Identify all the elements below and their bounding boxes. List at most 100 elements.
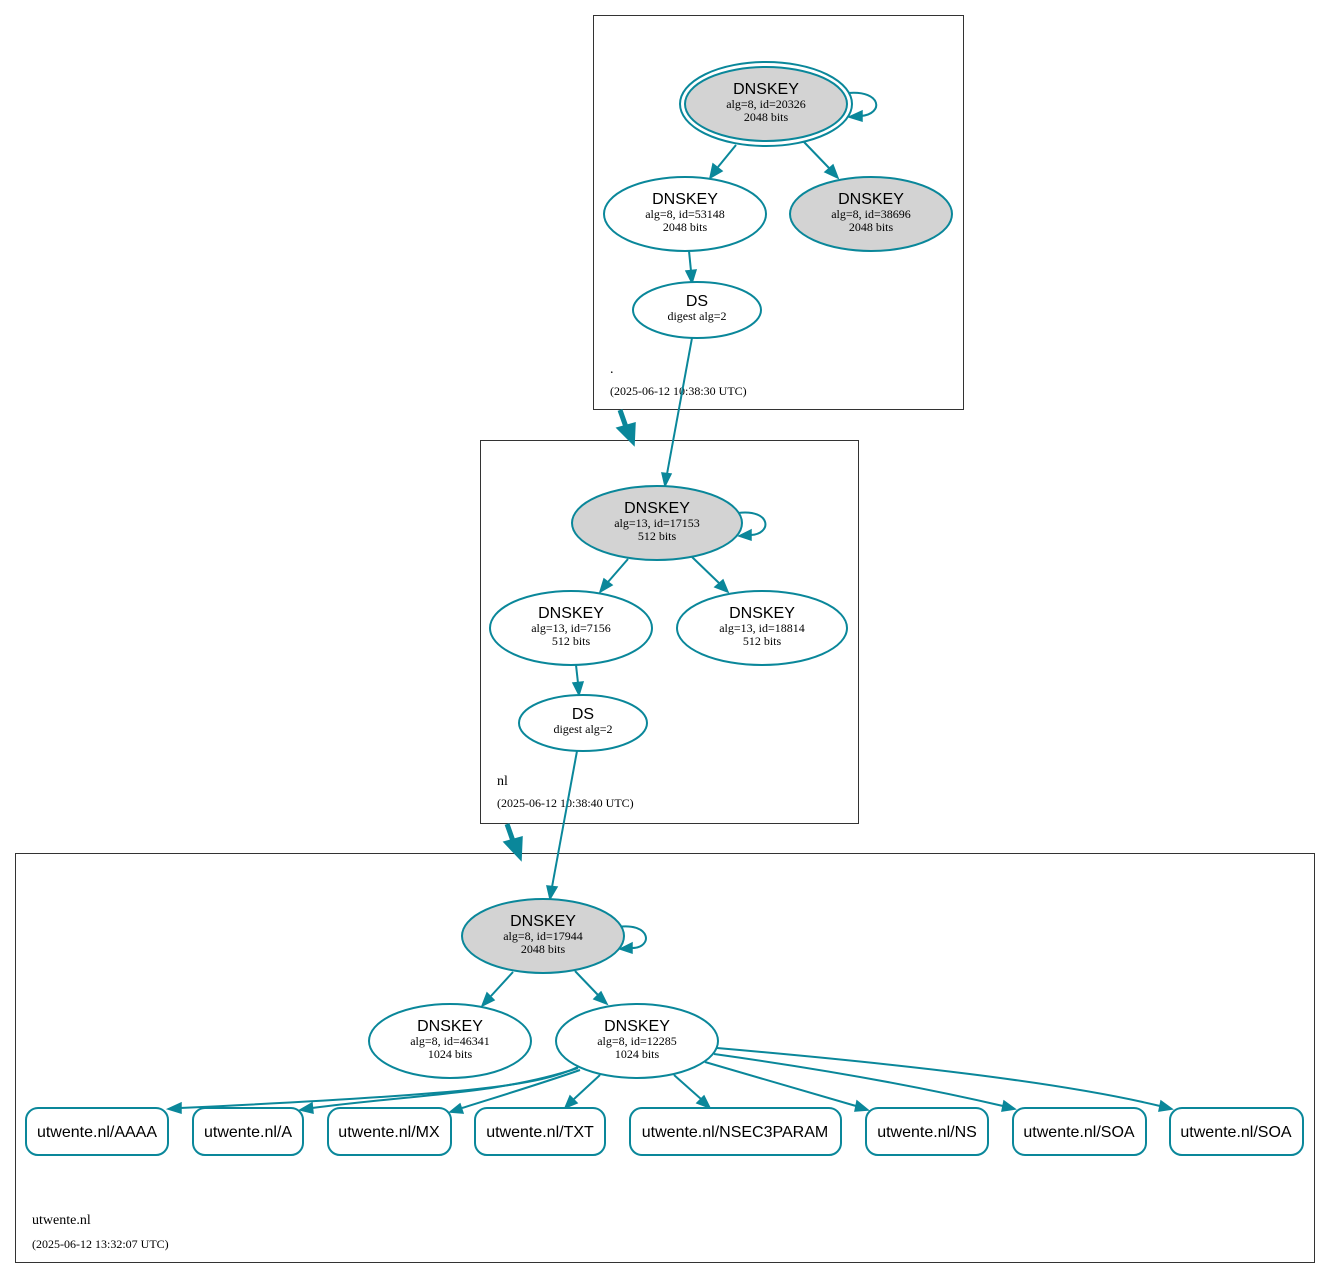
edge-ut-zsk-soa1 — [713, 1053, 1004, 1107]
node-title: DNSKEY — [652, 191, 718, 208]
node-digest-info: digest alg=2 — [667, 309, 726, 323]
edge-nl-zsk-ds — [575, 664, 579, 684]
arrowhead-nl-ksk-zsk — [598, 577, 614, 594]
ds-node-root[interactable]: DS digest alg=2 — [632, 281, 762, 339]
arrowhead-nl-ksk-zsk2 — [713, 578, 730, 594]
rrset-node-nsec3param[interactable]: utwente.nl/NSEC3PARAM — [629, 1107, 842, 1156]
node-title: DNSKEY — [838, 191, 904, 208]
rrset-node-soa-1[interactable]: utwente.nl/SOA — [1012, 1107, 1147, 1156]
arrowhead-ut-zsk-mx — [448, 1102, 465, 1114]
node-key-info: alg=13, id=7156 — [531, 621, 611, 635]
dnskey-node-ut-zsk2[interactable]: DNSKEY alg=8, id=46341 1024 bits — [368, 1003, 532, 1079]
rrset-label: utwente.nl/MX — [338, 1124, 440, 1141]
arrowhead-root-zsk-ds — [684, 269, 698, 286]
edge-root-ksk-ksk2 — [803, 141, 830, 169]
node-key-size: 2048 bits — [849, 220, 894, 234]
edge-ut-zsk-mx — [461, 1069, 581, 1109]
rrset-node-soa-2[interactable]: utwente.nl/SOA — [1169, 1107, 1304, 1156]
node-title: DNSKEY — [510, 913, 576, 930]
dnskey-node-root-ksk2[interactable]: DNSKEY alg=8, id=38696 2048 bits — [789, 176, 953, 252]
dnskey-node-ut-zsk[interactable]: DNSKEY alg=8, id=12285 1024 bits — [555, 1003, 719, 1079]
node-key-size: 1024 bits — [615, 1047, 660, 1061]
delegation-arrowhead-nl-utwente — [502, 836, 523, 862]
node-title: DS — [686, 293, 708, 310]
node-key-info: alg=8, id=12285 — [597, 1034, 677, 1048]
arrowhead-root-ds-nl-ksk — [661, 472, 673, 489]
rrset-label: utwente.nl/SOA — [1180, 1124, 1292, 1141]
edge-ut-zsk-txt — [573, 1074, 601, 1100]
rrset-node-mx[interactable]: utwente.nl/MX — [327, 1107, 452, 1156]
rrset-node-ns[interactable]: utwente.nl/NS — [865, 1107, 989, 1156]
node-title: DNSKEY — [733, 81, 799, 98]
node-key-info: alg=8, id=17944 — [503, 929, 583, 943]
zone-nl-timestamp: (2025-06-12 10:38:40 UTC) — [497, 796, 634, 810]
node-key-size: 512 bits — [552, 634, 591, 648]
node-key-info: alg=13, id=18814 — [719, 621, 805, 635]
edge-root-ksk-self — [847, 91, 878, 117]
node-key-size: 512 bits — [743, 634, 782, 648]
arrowhead-nl-zsk-ds — [571, 681, 585, 698]
edge-ut-ksk-zsk — [574, 970, 599, 996]
node-title: DNSKEY — [624, 500, 690, 517]
rrset-label: utwente.nl/NSEC3PARAM — [642, 1124, 828, 1141]
edge-ut-zsk-a — [311, 1067, 579, 1109]
arrowhead-ut-ksk-zsk — [592, 990, 609, 1006]
rrset-node-a[interactable]: utwente.nl/A — [192, 1107, 304, 1156]
edge-root-ksk-zsk — [717, 144, 737, 168]
zone-root-name: . — [610, 362, 614, 377]
arrowhead-ut-zsk-ns — [854, 1099, 870, 1112]
edge-root-zsk-ds — [688, 250, 692, 272]
edge-nl-ds-ut-ksk — [551, 750, 578, 888]
ds-node-nl[interactable]: DS digest alg=2 — [518, 694, 648, 752]
dnskey-node-nl-zsk2[interactable]: DNSKEY alg=13, id=18814 512 bits — [676, 590, 848, 666]
arrowhead-nl-ksk-self — [737, 528, 752, 542]
arrowhead-ut-ksk-zsk2 — [480, 991, 496, 1008]
rrset-label: utwente.nl/NS — [877, 1124, 977, 1141]
arrowhead-root-ksk-zsk — [708, 162, 724, 180]
edge-nl-ksk-zsk2 — [691, 556, 720, 584]
node-title: DNSKEY — [604, 1018, 670, 1035]
edge-nl-ksk-zsk — [607, 558, 629, 583]
dnskey-node-nl-ksk[interactable]: DNSKEY alg=13, id=17153 512 bits — [571, 485, 743, 561]
node-key-info: alg=8, id=20326 — [726, 97, 806, 111]
node-key-info: alg=8, id=38696 — [831, 207, 911, 221]
node-key-size: 2048 bits — [663, 220, 708, 234]
arrowhead-ut-zsk-soa2 — [1158, 1099, 1174, 1112]
rrset-label: utwente.nl/A — [204, 1124, 292, 1141]
node-key-size: 512 bits — [638, 529, 677, 543]
delegation-edge-root-nl — [617, 409, 629, 428]
node-key-size: 2048 bits — [744, 110, 789, 124]
node-key-info: alg=8, id=46341 — [410, 1034, 490, 1048]
node-key-info: alg=8, id=53148 — [645, 207, 725, 221]
node-title: DNSKEY — [538, 605, 604, 622]
node-digest-info: digest alg=2 — [553, 722, 612, 736]
arrowhead-nl-ds-ut-ksk — [546, 885, 559, 902]
zone-utwente-timestamp: (2025-06-12 13:32:07 UTC) — [32, 1237, 169, 1251]
delegation-edge-nl-utwente — [504, 823, 516, 842]
edge-ut-ksk-self — [616, 925, 647, 949]
node-title: DS — [572, 706, 594, 723]
edge-ut-zsk-nsec3param — [673, 1074, 702, 1100]
edge-ut-ksk-zsk2 — [490, 971, 514, 997]
zone-root-timestamp: (2025-06-12 10:38:30 UTC) — [610, 384, 747, 398]
arrowhead-ut-zsk-aaaa — [165, 1101, 182, 1115]
delegation-arrowhead-root-nl — [615, 422, 636, 447]
dnskey-node-root-zsk[interactable]: DNSKEY alg=8, id=53148 2048 bits — [603, 176, 767, 252]
dnskey-node-root-ksk[interactable]: DNSKEY alg=8, id=20326 2048 bits — [679, 61, 853, 147]
edge-ut-zsk-soa2 — [716, 1047, 1161, 1107]
dnskey-node-nl-zsk[interactable]: DNSKEY alg=13, id=7156 512 bits — [489, 590, 653, 666]
node-key-info: alg=13, id=17153 — [614, 516, 700, 530]
node-title: DNSKEY — [729, 605, 795, 622]
rrset-node-aaaa[interactable]: utwente.nl/AAAA — [25, 1107, 169, 1156]
rrset-label: utwente.nl/TXT — [486, 1124, 594, 1141]
dnskey-node-ut-ksk[interactable]: DNSKEY alg=8, id=17944 2048 bits — [461, 898, 625, 974]
arrowhead-ut-zsk-a — [297, 1101, 314, 1114]
edge-ut-zsk-ns — [704, 1061, 857, 1107]
node-title: DNSKEY — [417, 1018, 483, 1035]
node-key-size: 1024 bits — [428, 1047, 473, 1061]
arrowhead-ut-zsk-txt — [563, 1094, 579, 1110]
zone-utwente-name: utwente.nl — [32, 1213, 91, 1228]
rrset-node-txt[interactable]: utwente.nl/TXT — [474, 1107, 606, 1156]
arrowhead-root-ksk-ksk2 — [823, 163, 840, 180]
